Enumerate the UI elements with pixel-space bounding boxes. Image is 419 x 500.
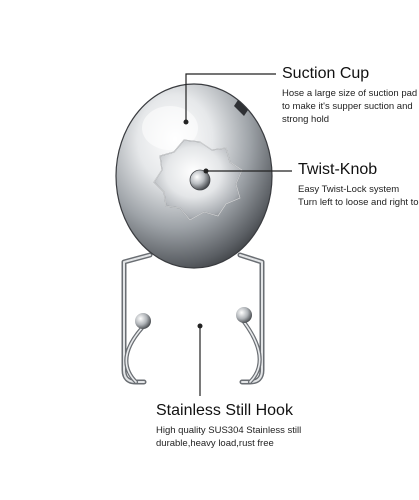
callout-desc-line: durable,heavy load,rust free (156, 438, 274, 449)
callout-title-twist-knob: Twist-Knob (298, 161, 378, 178)
callout-desc-line: Easy Twist-Lock system (298, 184, 400, 195)
callout-twist-knob: Twist-Knob Easy Twist-Lock system Turn l… (298, 160, 419, 209)
callout-title-suction-cup: Suction Cup (282, 65, 370, 82)
leader-line-suction-cup (185, 73, 276, 122)
callout-desc-line: High quality SUS304 Stainless still (156, 425, 302, 436)
callout-title-hook: Stainless Still Hook (156, 402, 293, 419)
callout-desc-hook: High quality SUS304 Stainless still dura… (156, 424, 301, 450)
callout-stainless-hook: Stainless Still Hook High quality SUS304… (156, 401, 301, 450)
leader-dot-hook (197, 323, 203, 329)
callout-desc-line: strong hold (282, 114, 330, 125)
hook-ball-right (236, 307, 252, 323)
twist-knob (153, 139, 243, 221)
leader-lines (183, 73, 292, 396)
callout-desc-line: Hose a large size of suction pad (282, 88, 418, 99)
callout-desc-twist-knob: Easy Twist-Lock system Turn left to loos… (298, 183, 419, 209)
callout-desc-line: Turn left to loose and right to lock (298, 197, 419, 208)
leader-dot-suction-cup (183, 119, 189, 125)
knob-center-pin (189, 169, 211, 191)
callout-suction-cup: Suction Cup Hose a large size of suction… (282, 64, 417, 126)
leader-dot-twist-knob (203, 168, 209, 174)
hook-ball-left (135, 313, 151, 329)
callout-desc-suction-cup: Hose a large size of suction pad to make… (282, 87, 417, 126)
stainless-hook (121, 252, 265, 385)
callout-desc-line: to make it's supper suction and (282, 101, 413, 112)
